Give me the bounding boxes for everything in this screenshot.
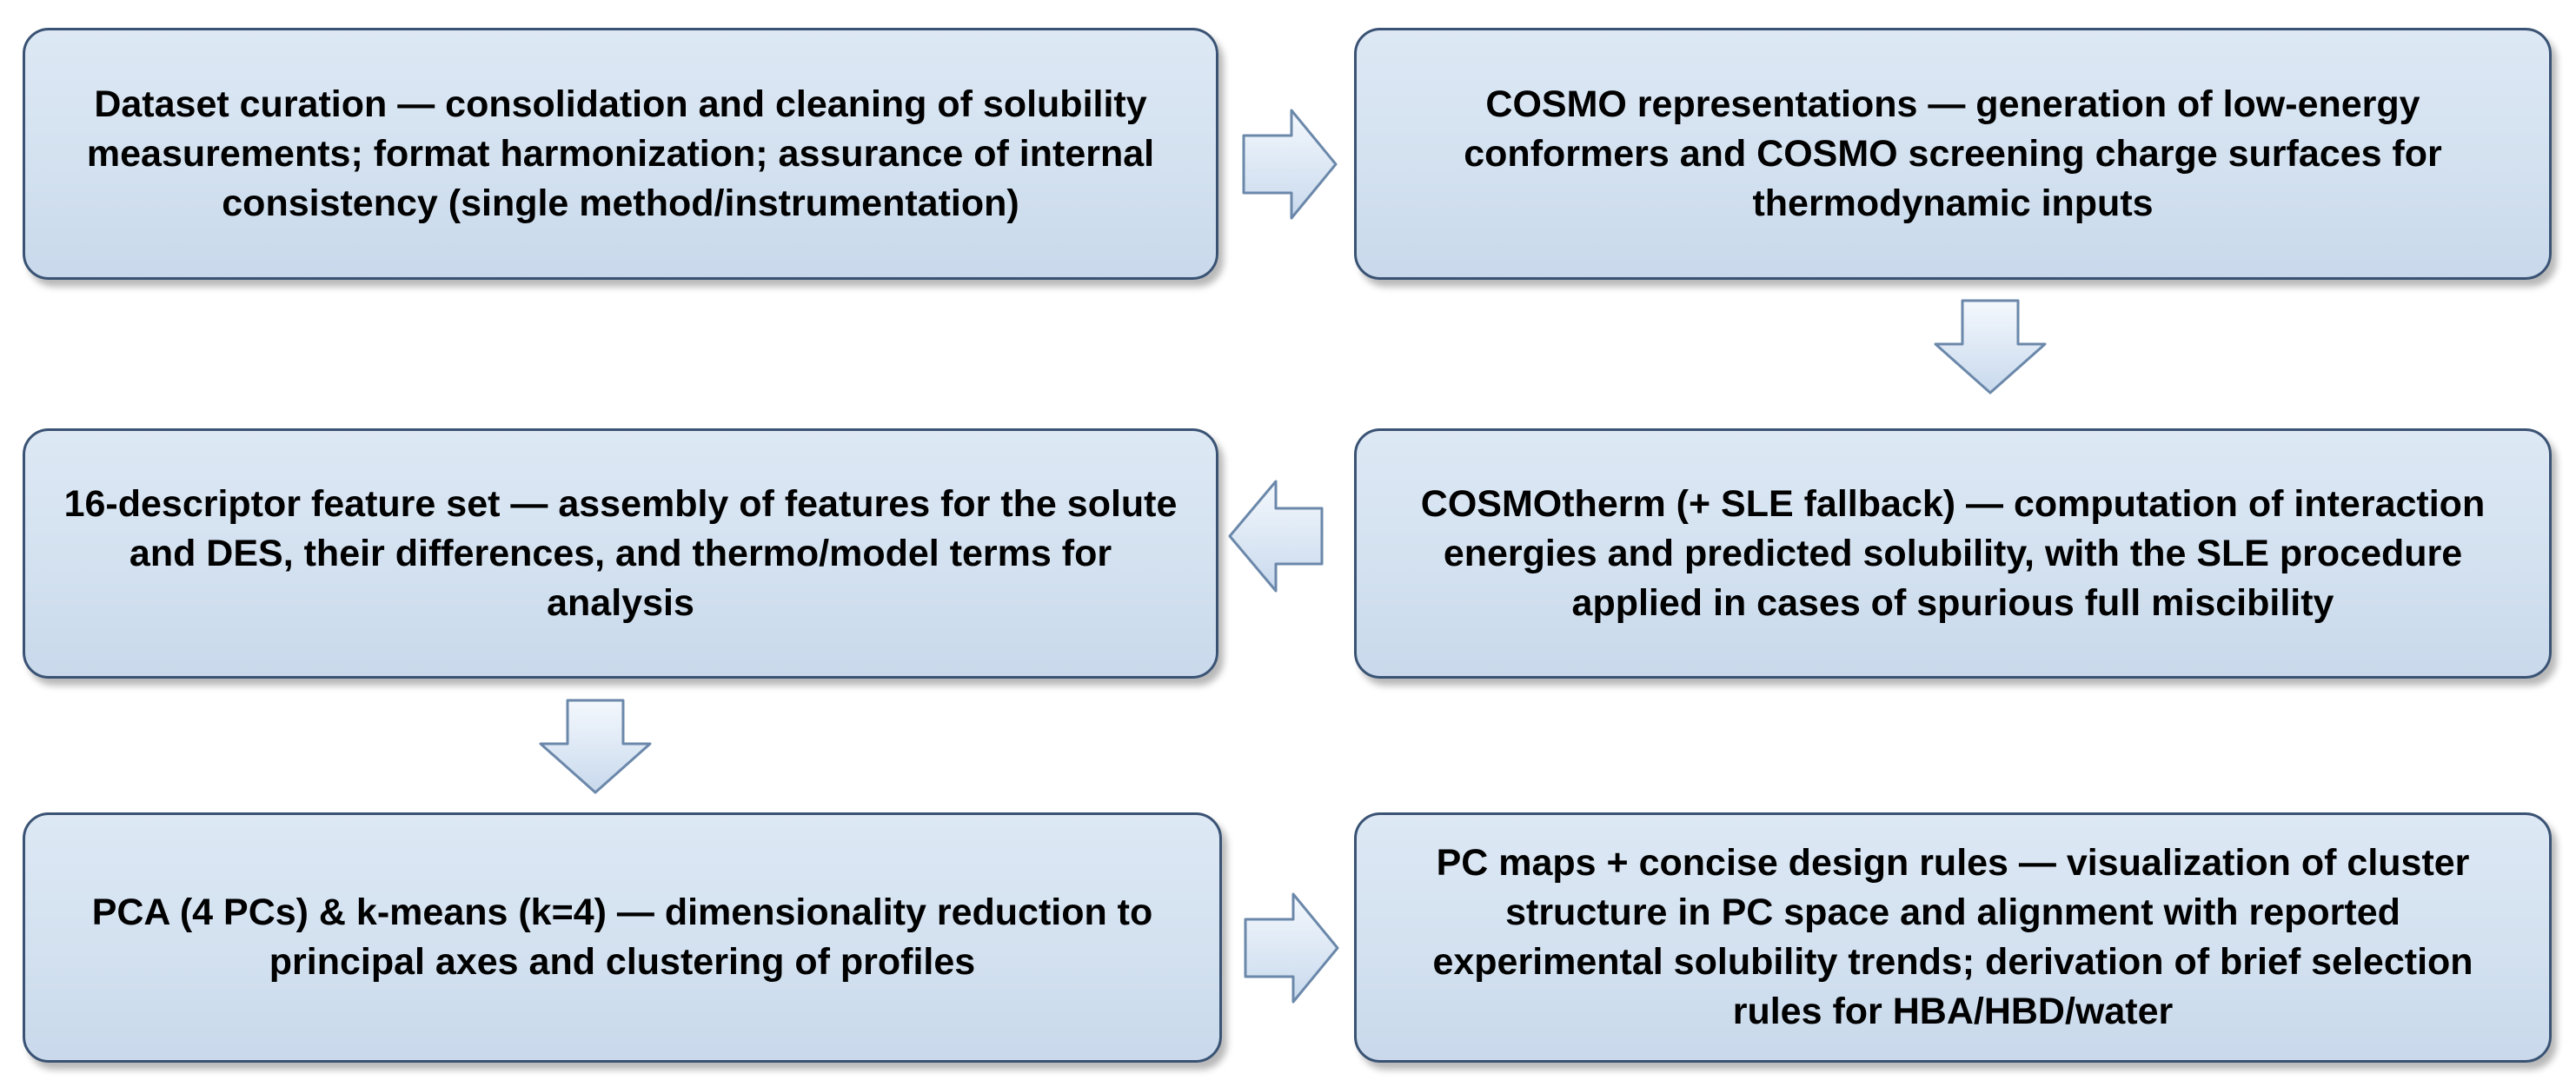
- arrow-right-2-icon: [1244, 892, 1339, 1004]
- step-pc-maps-text: PC maps + concise design rules — visuali…: [1432, 842, 2473, 1032]
- arrow-right-1-icon: [1242, 109, 1338, 220]
- step-pca-kmeans: PCA (4 PCs) & k-means (k=4) — dimensiona…: [23, 812, 1222, 1063]
- step-pc-maps: PC maps + concise design rules — visuali…: [1354, 812, 2552, 1063]
- step-dataset-curation: Dataset curation — consolidation and cle…: [23, 28, 1218, 280]
- step-cosmotherm-text: COSMOtherm (+ SLE fallback) — computatio…: [1420, 482, 2486, 624]
- step-feature-set: 16-descriptor feature set — assembly of …: [23, 428, 1218, 679]
- step-pca-kmeans-text: PCA (4 PCs) & k-means (k=4) — dimensiona…: [91, 891, 1153, 983]
- arrow-left-icon: [1228, 480, 1324, 593]
- step-cosmotherm: COSMOtherm (+ SLE fallback) — computatio…: [1354, 428, 2552, 679]
- step-cosmo-representations: COSMO representations — generation of lo…: [1354, 28, 2552, 280]
- arrow-down-1-icon: [1934, 299, 2047, 394]
- step-dataset-curation-text: Dataset curation — consolidation and cle…: [86, 83, 1155, 224]
- step-cosmo-representations-text: COSMO representations — generation of lo…: [1464, 83, 2442, 224]
- arrow-down-2-icon: [539, 699, 652, 794]
- step-feature-set-text: 16-descriptor feature set — assembly of …: [63, 482, 1178, 624]
